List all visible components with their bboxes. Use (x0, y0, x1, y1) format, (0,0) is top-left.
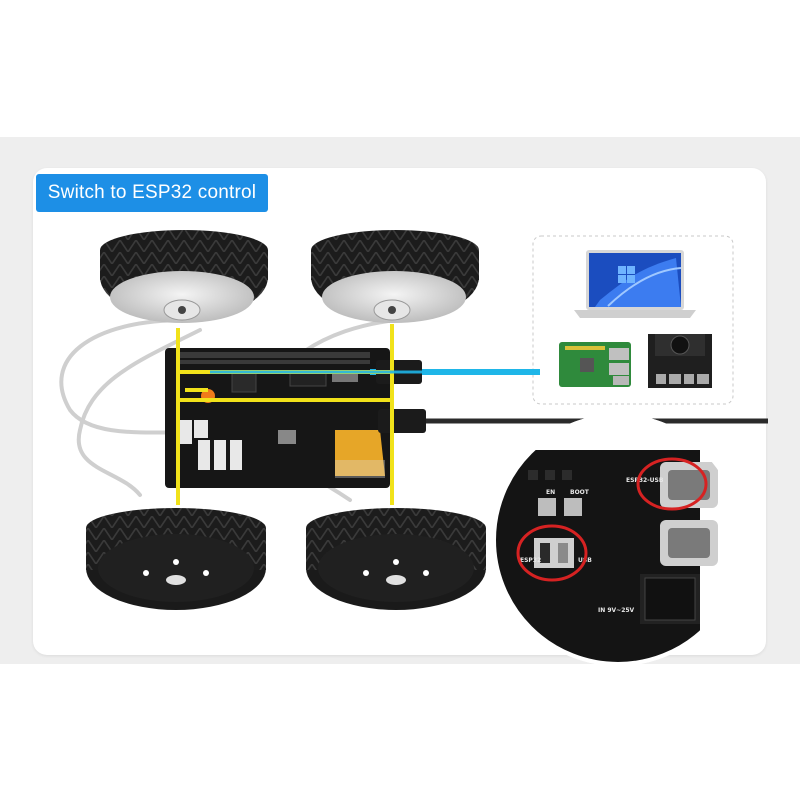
zoom-label-en: EN (546, 489, 555, 496)
zoom-label-esp32-usb: ESP32-USB (626, 477, 664, 484)
raspberry-pi-board-icon (559, 342, 631, 387)
usb-port-highlight (636, 457, 708, 511)
jetson-module-icon (648, 334, 712, 388)
wheel-top-left (100, 230, 268, 323)
switch-highlight (516, 524, 588, 582)
zoom-label-esp32: ESP32 (520, 557, 541, 564)
page-title: Switch to ESP32 control (36, 174, 268, 212)
driver-board (165, 348, 390, 488)
wheel-bottom-left (86, 508, 266, 610)
wheel-top-right (311, 230, 479, 323)
zoom-label-boot: BOOT (570, 489, 590, 496)
switch-zoom-inset: EN BOOT ESP32 USB ESP32-USB IN 9V~25V (492, 414, 744, 666)
laptop-icon (574, 250, 696, 318)
wheel-bottom-right (306, 508, 486, 610)
zoom-label-power: IN 9V~25V (598, 607, 635, 614)
